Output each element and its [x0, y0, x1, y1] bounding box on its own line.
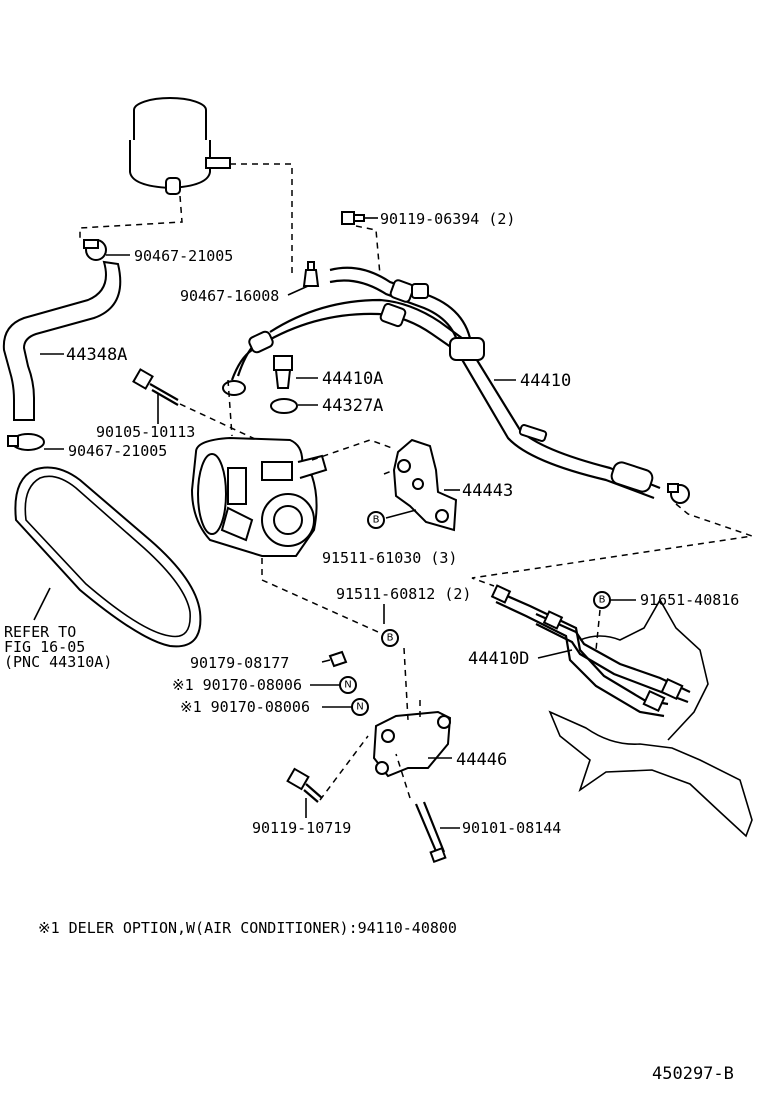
drawing-number: 450297-B	[652, 1064, 734, 1084]
label-90467-21005-bottom: 90467-21005	[68, 442, 167, 460]
badge-n-2: N	[351, 698, 369, 716]
label-44410: 44410	[520, 371, 571, 391]
bolt-long-icon	[132, 368, 179, 406]
label-44327A: 44327A	[322, 396, 383, 416]
label-44410A: 44410A	[322, 369, 383, 389]
label-90119-10719: 90119-10719	[252, 819, 351, 837]
refer-line-2: FIG 16-05	[4, 638, 85, 656]
svg-text:N: N	[344, 680, 351, 691]
label-90170-08006-b: ※1 90170-08006	[180, 698, 310, 716]
pump-lower-bracket-icon	[372, 710, 452, 778]
hose-clamp-right-icon	[667, 483, 690, 504]
svg-text:B: B	[387, 633, 394, 644]
label-90101-08144: 90101-08144	[462, 819, 561, 837]
power-steering-pump-icon	[190, 436, 328, 557]
badge-b-1: B	[367, 511, 385, 529]
footnote: ※1 DELER OPTION,W(AIR CONDITIONER):94110…	[38, 919, 457, 937]
label-90170-08006-a: ※1 90170-08006	[172, 676, 302, 694]
svg-text:B: B	[599, 595, 606, 606]
label-44410D: 44410D	[468, 649, 529, 669]
steering-gear-icon	[548, 598, 753, 838]
label-91511-60812: 91511-60812 (2)	[336, 585, 471, 603]
svg-text:B: B	[373, 515, 380, 526]
hose-clamp-lower-icon	[7, 433, 45, 451]
label-90105-10113: 90105-10113	[96, 423, 195, 441]
badge-b-3: B	[593, 591, 611, 609]
badge-n-1: N	[339, 676, 357, 694]
label-90179-08177: 90179-08177	[190, 654, 289, 672]
nut-icon	[328, 650, 348, 668]
badge-b-2: B	[381, 629, 399, 647]
drive-belt-icon	[14, 466, 202, 648]
stud-bolt-icon	[414, 801, 447, 864]
hose-clamp-icon	[83, 239, 107, 261]
bolt-small-icon	[341, 211, 365, 225]
label-91651-40816: 91651-40816	[640, 591, 739, 609]
label-44446: 44446	[456, 750, 507, 770]
reservoir-tank-icon	[129, 97, 231, 195]
refer-line-3: (PNC 44310A)	[4, 653, 112, 671]
pressure-tube-assembly-icon	[230, 266, 661, 500]
pressure-tube-d-icon	[490, 584, 691, 718]
clip-icon	[302, 261, 320, 287]
refer-line-1: REFER TO	[4, 623, 76, 641]
label-90119-06394: 90119-06394 (2)	[380, 210, 515, 228]
label-44348A: 44348A	[66, 345, 127, 365]
label-90467-16008: 90467-16008	[180, 287, 279, 305]
label-91511-61030: 91511-61030 (3)	[322, 549, 457, 567]
svg-text:N: N	[356, 702, 363, 713]
label-44443: 44443	[462, 481, 513, 501]
return-hose-icon	[2, 260, 122, 421]
pump-bracket-icon	[392, 438, 458, 532]
union-fitting-icon	[273, 355, 293, 389]
label-90467-21005-top: 90467-21005	[134, 247, 233, 265]
bolt-mount-icon	[286, 767, 323, 803]
